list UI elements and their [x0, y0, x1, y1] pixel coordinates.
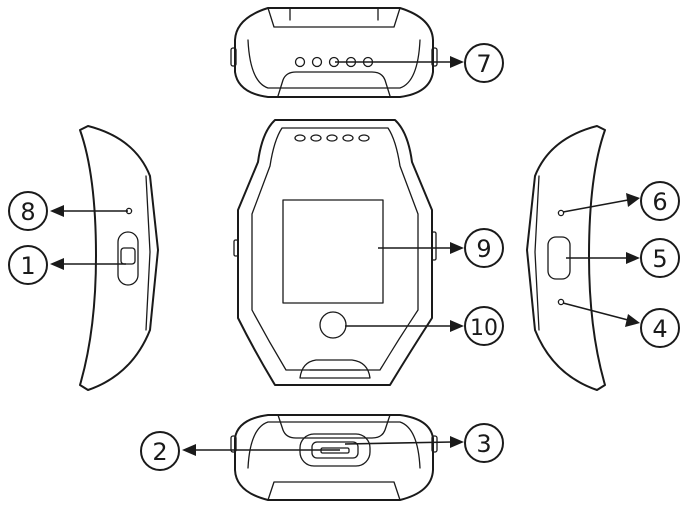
callout-label: 6: [652, 188, 667, 216]
callout-circle: [140, 431, 180, 471]
callout-5: 5: [640, 238, 680, 278]
callout-circle: [464, 228, 504, 268]
callout-circle: [464, 423, 504, 463]
speaker-hole: [310, 134, 322, 142]
callout-1: 1: [8, 245, 48, 285]
right-upper-pinhole: [557, 209, 565, 217]
callout-label: 1: [20, 252, 35, 280]
device-top-view: [230, 7, 438, 98]
display-screen: [282, 199, 384, 304]
callout-9: 9: [464, 228, 504, 268]
callout-circle: [464, 43, 504, 83]
device-bottom-view: [230, 414, 438, 501]
speaker-hole: [294, 134, 306, 142]
callout-circle: [464, 306, 504, 346]
callout-circle: [640, 308, 680, 348]
arrow-icon: [450, 436, 464, 448]
arrow-icon: [450, 320, 464, 332]
speaker-hole: [311, 56, 323, 68]
callout-circle: [640, 238, 680, 278]
arrow-icon: [450, 56, 464, 68]
callout-circle: [8, 191, 48, 231]
callout-label: 5: [652, 245, 667, 273]
speaker-hole: [358, 134, 370, 142]
front-round-button: [319, 311, 347, 339]
callout-2: 2: [140, 431, 180, 471]
arrow-icon: [50, 258, 64, 270]
arrow-icon: [626, 252, 640, 264]
callout-leaders: [50, 56, 640, 456]
arrow-icon: [50, 205, 64, 217]
callout-label: 8: [20, 198, 35, 226]
callout-label: 10: [470, 316, 498, 341]
callout-10: 10: [464, 306, 504, 346]
speaker-hole: [342, 134, 354, 142]
callout-label: 2: [152, 438, 167, 466]
arrow-icon: [450, 242, 464, 254]
speaker-hole: [326, 134, 338, 142]
right-lower-pinhole: [557, 298, 565, 306]
callout-8: 8: [8, 191, 48, 231]
arrow-icon: [182, 444, 196, 456]
device-left-side-view: [79, 125, 159, 391]
callout-label: 4: [652, 315, 667, 343]
callout-6: 6: [640, 181, 680, 221]
arrow-icon: [625, 314, 640, 327]
callout-3: 3: [464, 423, 504, 463]
callout-label: 9: [476, 235, 491, 263]
callout-circle: [640, 181, 680, 221]
callout-7: 7: [464, 43, 504, 83]
callout-label: 7: [476, 50, 491, 78]
callout-label: 3: [476, 430, 491, 458]
callout-circle: [8, 245, 48, 285]
arrow-icon: [626, 193, 640, 207]
device-front-view: [233, 119, 437, 386]
speaker-hole: [294, 56, 306, 68]
side-slide-button: [117, 231, 139, 286]
front-speaker-holes: [294, 134, 370, 142]
bottom-slot: [299, 359, 371, 379]
callout-4: 4: [640, 308, 680, 348]
